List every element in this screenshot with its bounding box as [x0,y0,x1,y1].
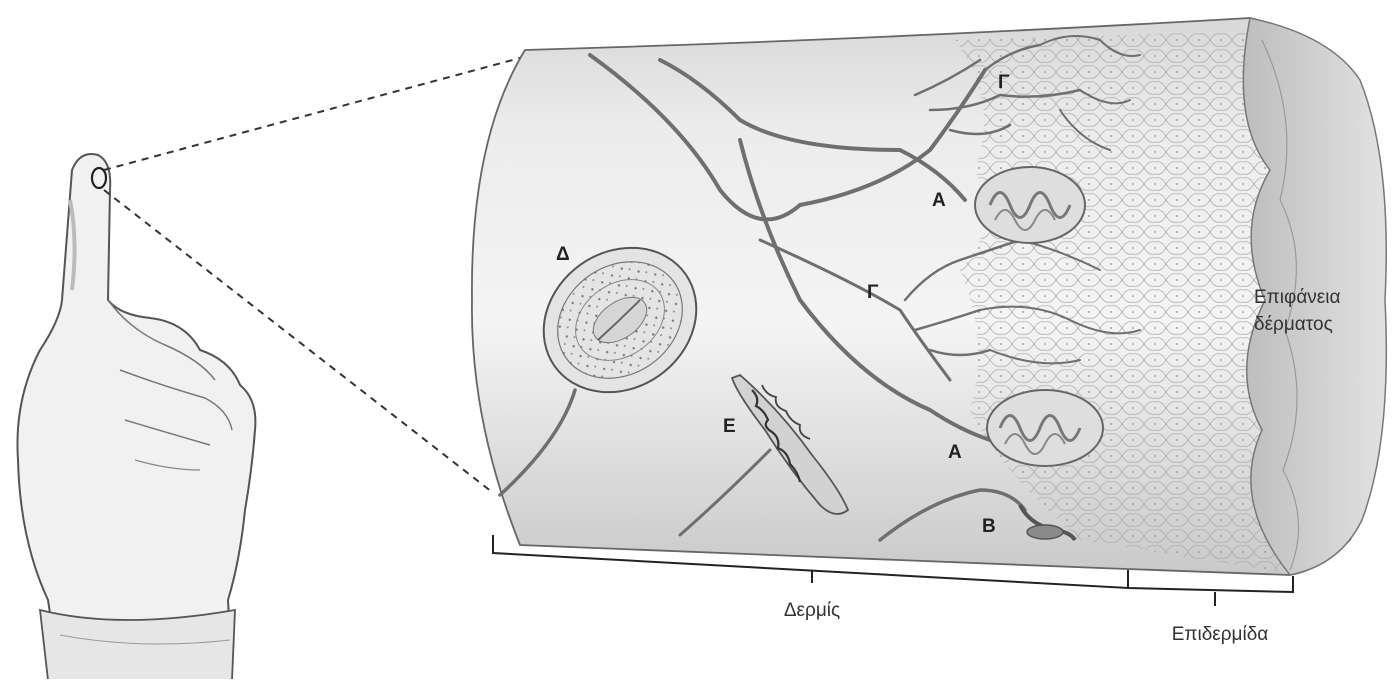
label-pacinian: Δ [556,244,570,266]
label-meissner-top: Α [932,190,946,212]
meissner-corpuscle-bottom [987,390,1103,466]
epidermis-bracket [1128,570,1293,606]
label-free-endings-mid: Γ [867,282,878,304]
label-skin-surface-line2: δέρματος [1254,311,1340,338]
label-skin-surface-line1: Επιφάνεια [1254,284,1340,311]
label-skin-surface: Επιφάνεια δέρματος [1254,284,1340,338]
hand-illustration [17,154,255,679]
label-free-endings-top: Γ [998,72,1009,94]
label-meissner-bottom: Α [948,442,962,464]
label-merkel: Β [982,516,996,538]
label-dermis: Δερμίς [752,600,872,622]
zoom-line-top [104,58,520,170]
label-epidermis: Επιδερμίδα [1140,624,1300,646]
meissner-corpuscle-top [975,167,1085,243]
label-ruffini: Ε [723,416,736,438]
